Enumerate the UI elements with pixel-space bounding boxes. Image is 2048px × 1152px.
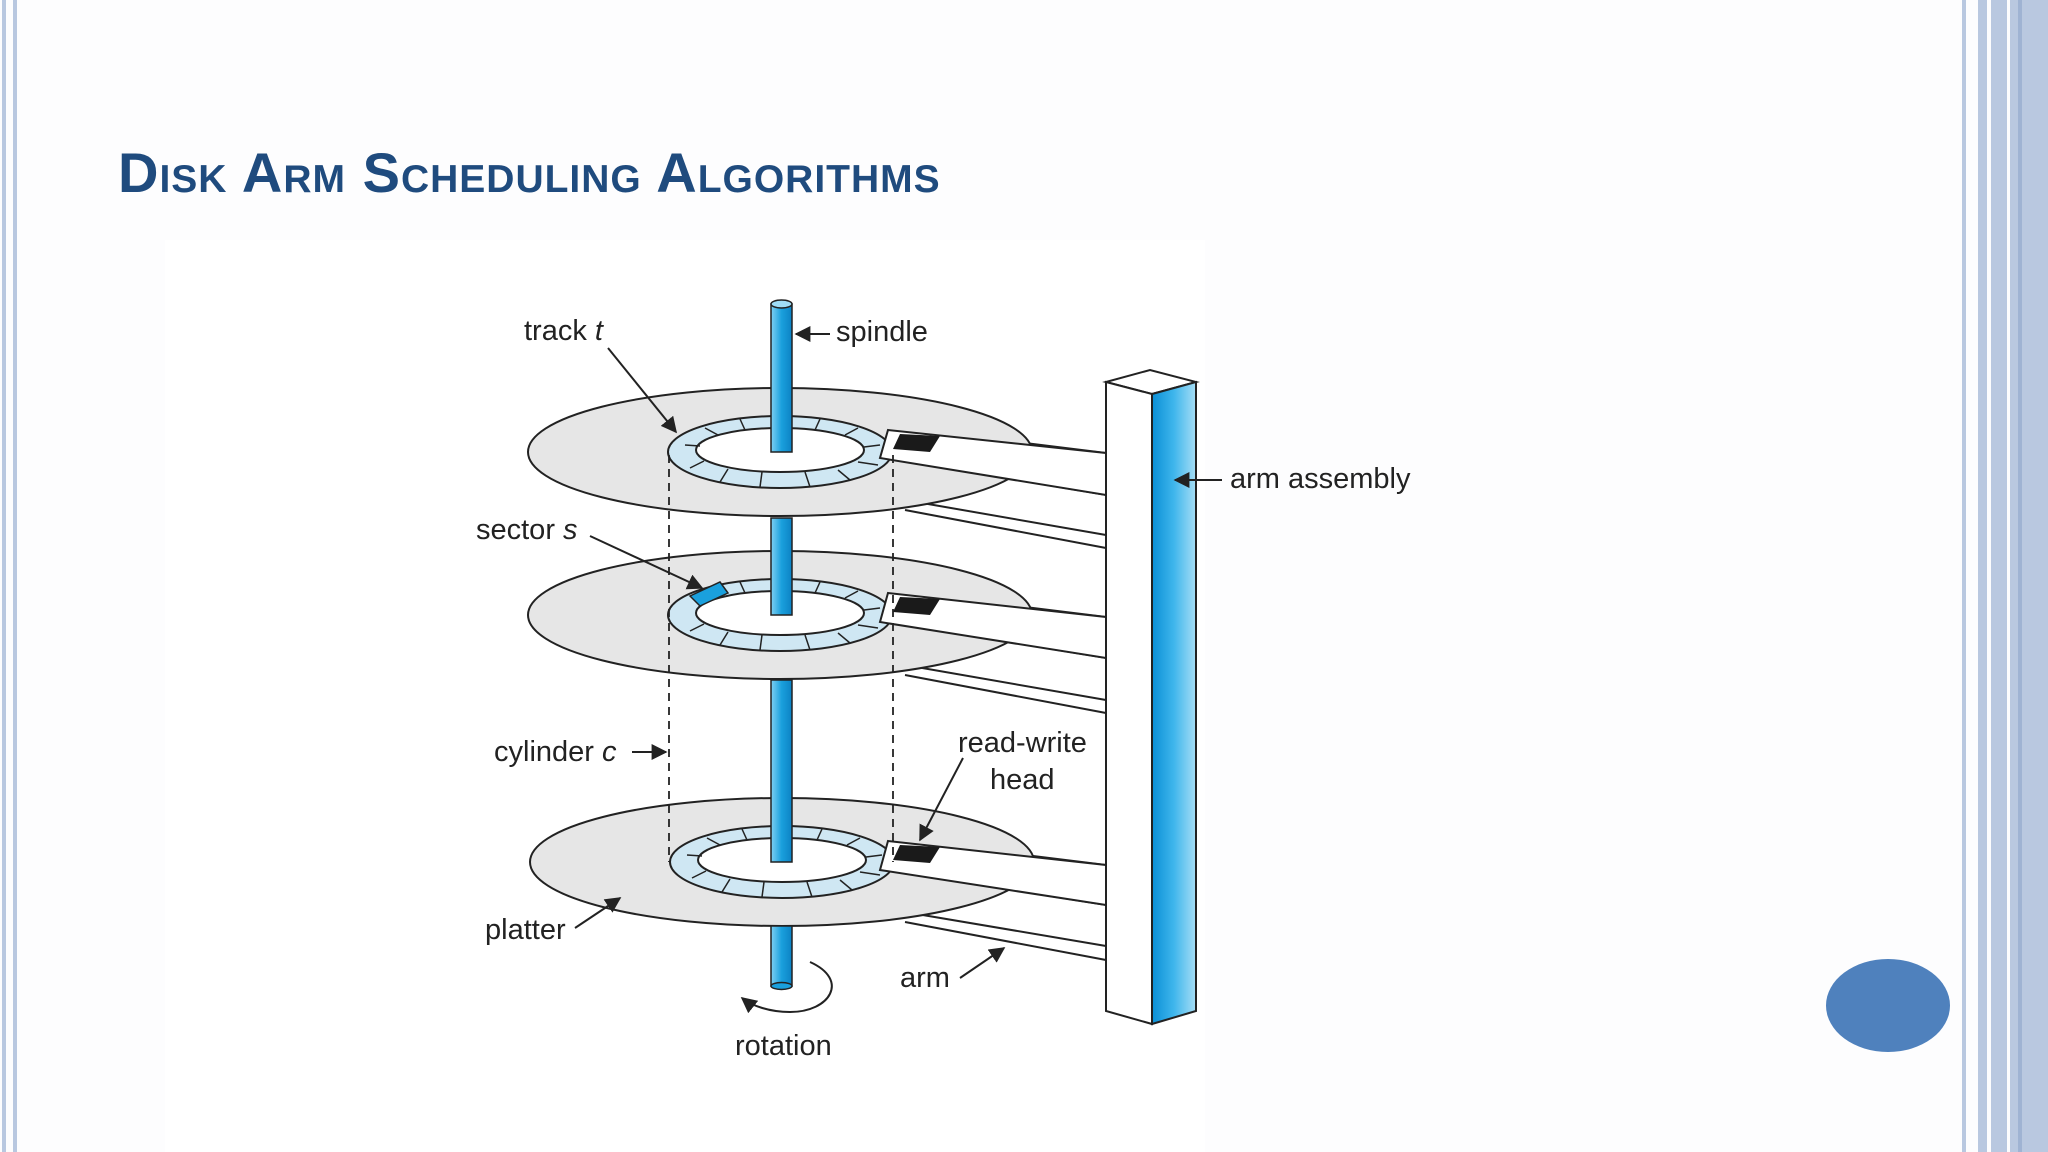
read-write-heads — [893, 434, 940, 863]
label-head: head — [990, 764, 1055, 796]
label-read-write: read-write — [958, 727, 1087, 759]
label-arm: arm — [900, 962, 950, 994]
leader-arrows — [574, 326, 1222, 979]
cylinder-lines — [668, 455, 894, 862]
label-arm-assembly: arm assembly — [1230, 463, 1411, 495]
rotation-arrow-icon — [740, 961, 833, 1014]
label-rotation: rotation — [735, 1030, 832, 1062]
spindle — [770, 299, 793, 991]
slide-title: Disk Arm Scheduling Algorithms — [118, 141, 941, 204]
label-sector: sector s — [476, 514, 578, 546]
left-frame-border — [0, 0, 20, 1152]
label-cylinder: cylinder c — [494, 736, 617, 768]
slide-nav-circle[interactable] — [1826, 959, 1950, 1052]
label-platter: platter — [485, 914, 566, 946]
label-spindle: spindle — [836, 316, 928, 348]
arm-assembly — [1102, 368, 1200, 1026]
right-frame-border — [1958, 0, 2048, 1152]
sector-highlight — [688, 581, 730, 607]
label-track: track t — [524, 315, 605, 347]
